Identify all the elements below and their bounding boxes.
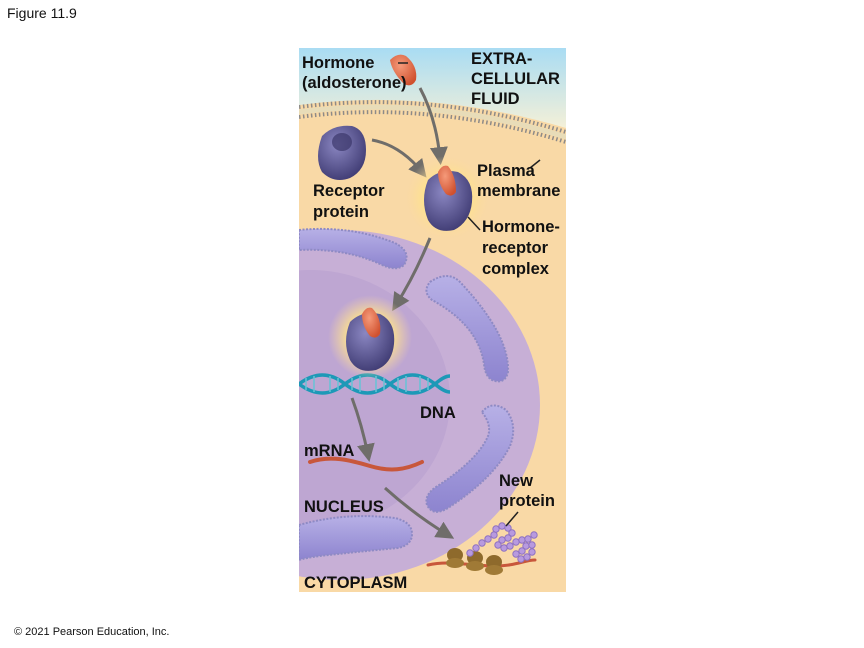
label-hormone-complex-1: Hormone-: [482, 218, 560, 236]
dna-helix: [299, 373, 451, 395]
label-new: New: [499, 472, 533, 490]
label-receptor: Receptor: [313, 182, 385, 200]
cell-panel: [299, 48, 566, 592]
label-dna: DNA: [420, 404, 456, 422]
label-fluid: FLUID: [471, 90, 520, 108]
figure-title: Figure 11.9: [7, 5, 77, 21]
receptor-protein: [318, 125, 366, 180]
label-aldosterone: (aldosterone): [302, 74, 407, 92]
label-mrna: mRNA: [304, 442, 355, 460]
extracellular-region: [299, 48, 566, 128]
label-hormone-complex-2: receptor: [482, 239, 549, 257]
label-cytoplasm: CYTOPLASM: [304, 574, 407, 592]
new-protein-chain: [466, 522, 538, 563]
label-membrane: membrane: [477, 182, 560, 200]
copyright-notice: © 2021 Pearson Education, Inc.: [14, 626, 170, 638]
nuclear-hormone-receptor-complex: [346, 307, 395, 371]
label-protein: protein: [313, 203, 369, 221]
pathway-arrows: [350, 87, 455, 539]
label-extra: EXTRA-: [471, 50, 532, 68]
label-cellular: CELLULAR: [471, 70, 560, 88]
label-hormone-complex-3: complex: [482, 260, 550, 278]
leader-lines: [398, 62, 541, 527]
hormone-molecule: [390, 54, 417, 86]
label-new-protein: protein: [499, 492, 555, 510]
mrna-strand: [308, 456, 424, 472]
nuclear-envelope: [299, 227, 515, 562]
label-plasma: Plasma: [477, 162, 536, 180]
label-nucleus: NUCLEUS: [304, 498, 384, 516]
hormone-receptor-complex: [424, 165, 473, 231]
label-hormone: Hormone: [302, 54, 374, 72]
